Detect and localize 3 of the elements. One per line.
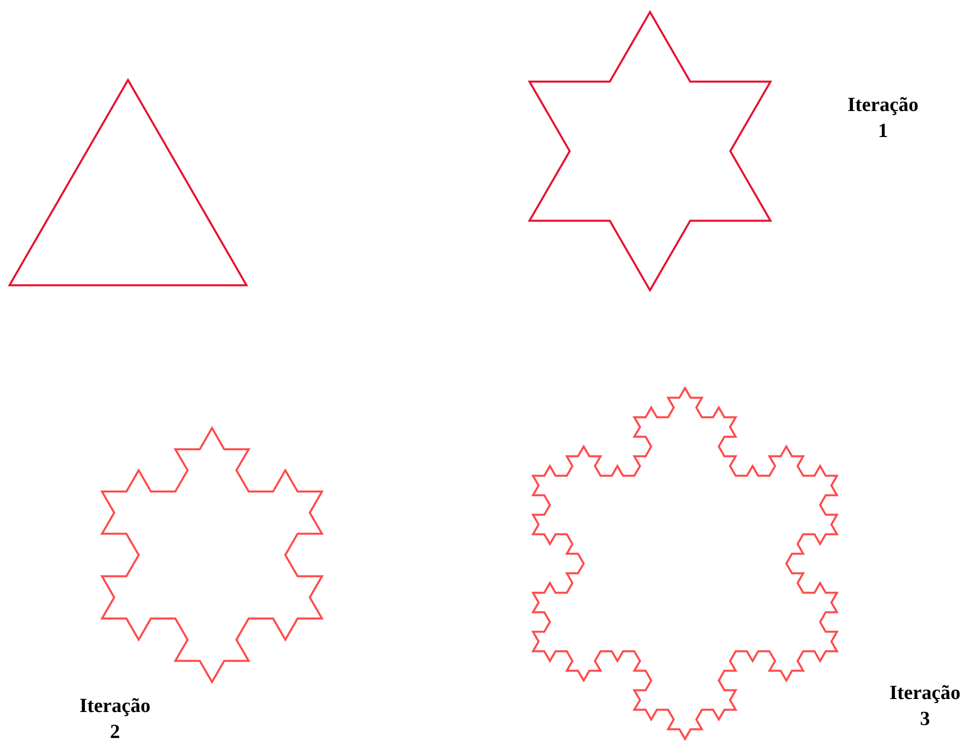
iteration-label: Iteração 2: [78, 694, 152, 745]
iteration-label: Iteração 3: [888, 681, 962, 732]
iteration-label: Iteração 1: [846, 93, 920, 144]
